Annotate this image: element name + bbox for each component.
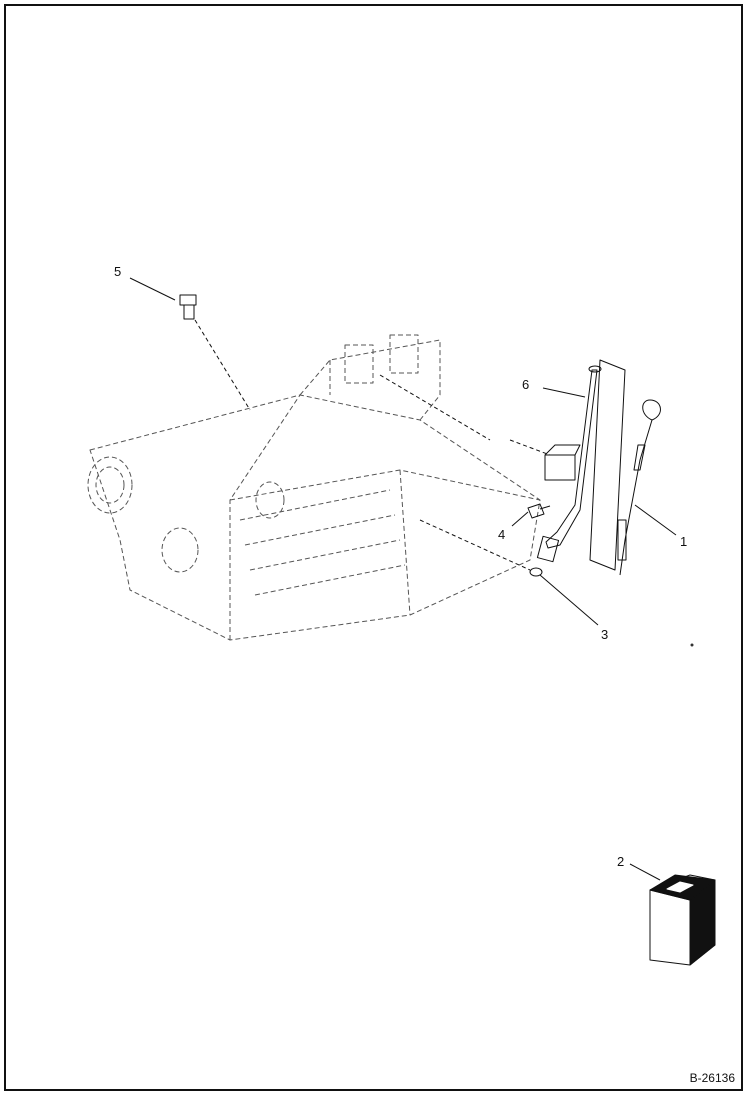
figure-id-label: B-26136 (689, 1071, 735, 1085)
tube-plate (589, 359, 626, 571)
callout-2: 2 (617, 854, 625, 869)
oring-leader-dashed (419, 519, 531, 571)
callout-leaders (129, 277, 677, 881)
callout-1: 1 (680, 534, 688, 549)
callout-4: 4 (498, 527, 506, 542)
dipstick-part (617, 399, 661, 576)
bolt-part (527, 503, 551, 519)
plug-part (179, 294, 197, 320)
drawing-frame (4, 4, 743, 1091)
o-ring-part (529, 567, 543, 577)
callout-3: 3 (601, 627, 609, 642)
engine-block (87, 334, 541, 641)
oil-container-part (649, 874, 716, 966)
dipstick-tube-part (536, 365, 602, 563)
plug-leader-dashed (194, 319, 251, 411)
tube-leader-dashed (379, 374, 551, 456)
callout-5: 5 (114, 264, 122, 279)
callout-6: 6 (522, 377, 530, 392)
